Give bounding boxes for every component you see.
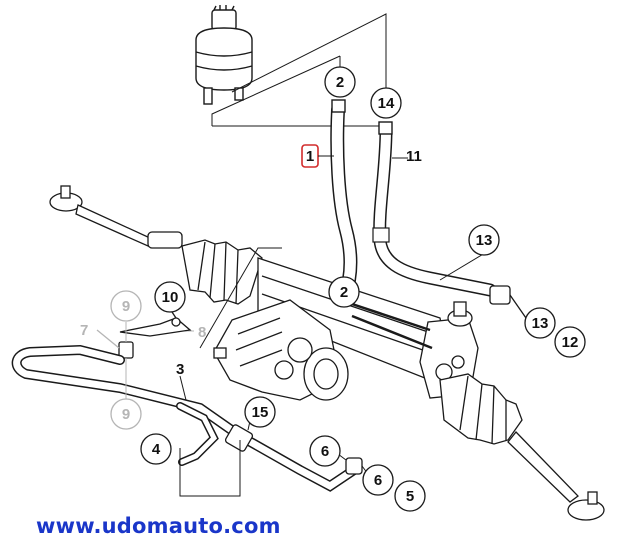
- reservoir: [195, 5, 253, 105]
- callout-4: 4: [140, 433, 172, 465]
- svg-text:6: 6: [374, 472, 382, 489]
- svg-text:2: 2: [336, 74, 344, 91]
- website-watermark: www.udomauto.com: [36, 514, 281, 538]
- callout-2-lower: 2: [328, 276, 360, 308]
- svg-text:10: 10: [162, 289, 179, 306]
- label-11: 11: [406, 148, 422, 165]
- svg-text:1: 1: [306, 148, 314, 165]
- callout-14: 14: [370, 87, 402, 119]
- callout-6-upper: 6: [309, 435, 341, 467]
- callout-9-lower: 9: [110, 398, 142, 430]
- fitting-13: [489, 285, 527, 319]
- svg-text:14: 14: [378, 95, 395, 112]
- reservoir-leaders: [211, 13, 387, 127]
- svg-text:11: 11: [406, 148, 422, 165]
- callout-10: 10: [154, 281, 186, 313]
- sleeve-15: [224, 424, 369, 475]
- callout-2-top: 2: [324, 66, 356, 98]
- callout-13-lower: 13: [524, 307, 556, 339]
- hose-11: [372, 121, 497, 297]
- callout-12: 12: [554, 326, 586, 358]
- hose-1: [330, 99, 358, 287]
- svg-text:12: 12: [562, 334, 579, 351]
- svg-text:13: 13: [532, 315, 549, 332]
- svg-text:9: 9: [122, 406, 130, 423]
- svg-text:15: 15: [252, 404, 269, 421]
- svg-text:5: 5: [406, 488, 414, 505]
- svg-text:9: 9: [122, 298, 130, 315]
- left-tie-rod: [49, 185, 183, 249]
- svg-text:6: 6: [321, 443, 329, 460]
- svg-text:3: 3: [176, 361, 184, 378]
- svg-text:4: 4: [152, 441, 161, 458]
- callout-1-highlighted: 1: [301, 144, 334, 168]
- steering-rack: [181, 239, 523, 445]
- svg-text:13: 13: [476, 232, 493, 249]
- label-8: 8: [198, 324, 206, 341]
- label-7: 7: [80, 322, 88, 339]
- right-tie-rod: [507, 431, 605, 521]
- callout-9-top: 9: [110, 290, 142, 322]
- svg-text:2: 2: [340, 284, 348, 301]
- svg-text:7: 7: [80, 322, 88, 339]
- callout-13-top: 13: [468, 224, 500, 256]
- pump-motor: [213, 299, 349, 401]
- callout-15: 15: [244, 396, 276, 428]
- callout-5: 5: [394, 480, 426, 512]
- label-3: 3: [176, 361, 184, 378]
- svg-text:8: 8: [198, 324, 206, 341]
- callout-6-lower: 6: [362, 464, 394, 496]
